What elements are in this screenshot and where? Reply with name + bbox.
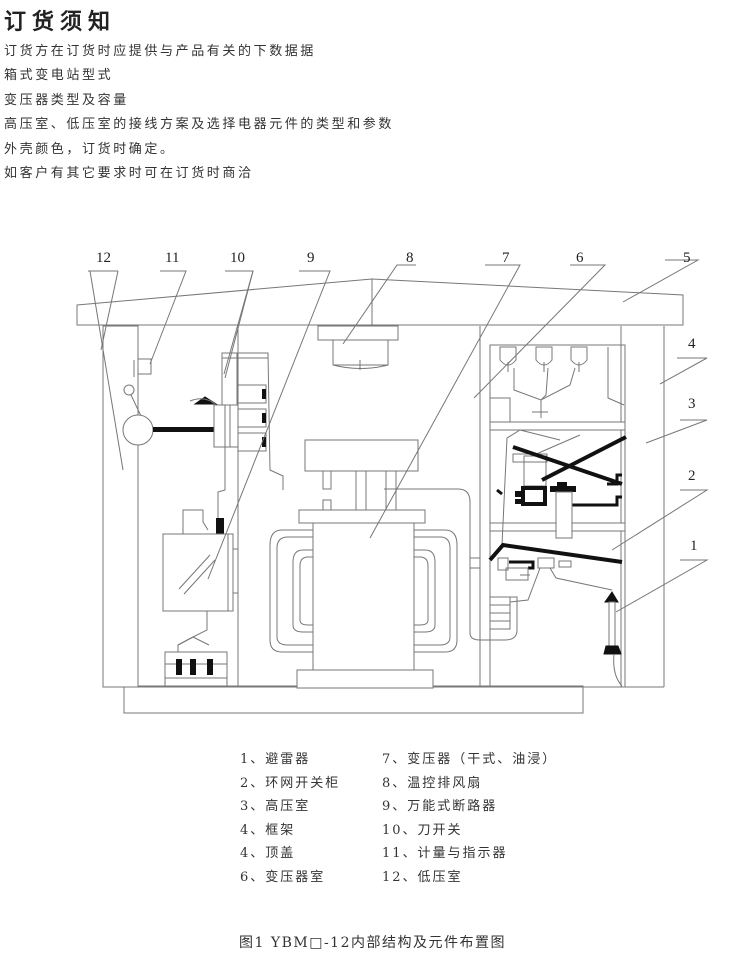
section-title: 订货须知 xyxy=(4,10,117,35)
callout-10: 10 xyxy=(230,250,245,266)
legend-item: 9、万能式断路器 xyxy=(382,799,498,815)
lightning-arrester xyxy=(603,591,623,687)
legend-item: 4、框架 xyxy=(240,822,296,838)
note-item: 高压室、低压室的接线方案及选择电器元件的类型和参数 xyxy=(4,117,395,133)
transformer xyxy=(269,439,481,689)
legend-item: 12、低压室 xyxy=(382,869,463,885)
callout-2: 2 xyxy=(688,468,696,484)
note-item: 外壳颜色，订货时确定。 xyxy=(4,141,176,157)
operating-handle xyxy=(122,384,215,446)
component-legend: 1、避雷器 7、变压器（干式、油浸） 2、环网开关柜 8、温控排风扇 3、高压室… xyxy=(240,748,582,890)
callout-12: 12 xyxy=(96,250,111,266)
legend-item: 1、避雷器 xyxy=(240,752,311,767)
ring-main-unit xyxy=(480,344,627,688)
legend-item: 2、环网开关柜 xyxy=(240,775,341,791)
callout-11: 11 xyxy=(165,250,179,266)
note-item: 箱式变电站型式 xyxy=(4,68,114,84)
roof xyxy=(76,278,684,326)
legend-item: 8、温控排风扇 xyxy=(382,775,483,791)
legend-item: 3、高压室 xyxy=(240,799,311,815)
callout-3: 3 xyxy=(688,396,696,412)
note-item: 订货方在订货时应提供与产品有关的下数据据 xyxy=(4,44,317,59)
base-plinth xyxy=(123,685,584,714)
callout-5: 5 xyxy=(683,250,691,266)
legend-item: 7、变压器（干式、油浸） xyxy=(382,752,558,767)
callout-6: 6 xyxy=(576,250,584,266)
callout-8: 8 xyxy=(406,250,414,266)
leader-lines xyxy=(88,259,709,613)
callout-4: 4 xyxy=(688,336,696,352)
legend-item: 11、计量与指示器 xyxy=(382,846,508,862)
figure-caption: 图1 YBM□-12内部结构及元件布置图 xyxy=(239,935,506,951)
meter-indicator xyxy=(133,358,152,377)
callout-7: 7 xyxy=(502,250,510,266)
callout-numbers: 12 11 10 9 8 7 6 5 4 3 2 1 xyxy=(96,250,698,554)
knife-switch xyxy=(189,352,284,520)
legend-item: 10、刀开关 xyxy=(382,822,463,838)
note-item: 如客户有其它要求时可在订货时商洽 xyxy=(4,166,254,182)
note-item: 变压器类型及容量 xyxy=(4,92,129,108)
legend-item: 6、变压器室 xyxy=(240,869,326,885)
ordering-notes: 订货方在订货时应提供与产品有关的下数据据 箱式变电站型式 变压器类型及容量 高压… xyxy=(4,40,394,186)
temperature-controlled-fan xyxy=(317,325,399,370)
callout-1: 1 xyxy=(690,538,698,554)
callout-9: 9 xyxy=(307,250,315,266)
universal-breaker xyxy=(162,509,239,687)
legend-item: 4、顶盖 xyxy=(240,846,296,862)
